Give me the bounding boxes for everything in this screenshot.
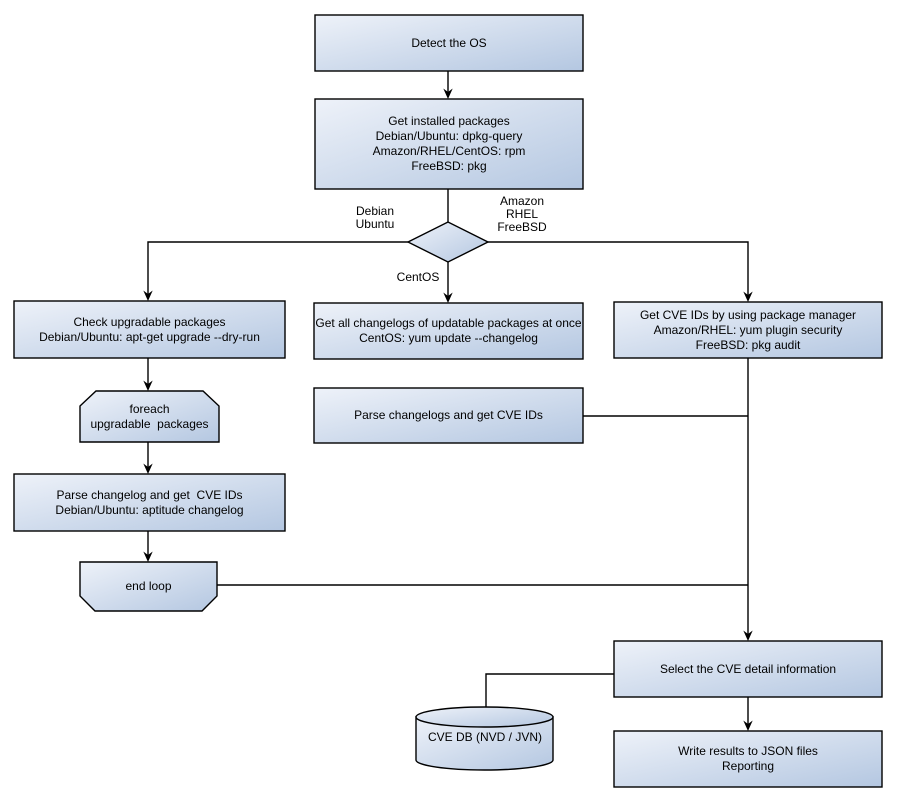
arrowheads xyxy=(143,88,753,731)
node-end-loop-shape xyxy=(79,561,218,612)
cve-db-cylinder-top xyxy=(415,706,554,728)
arrowhead xyxy=(443,88,453,99)
decision-diamond-shape xyxy=(406,221,490,263)
node-select-cve-detail-shape xyxy=(613,640,883,698)
cve-db-cylinder-body xyxy=(415,716,554,771)
arrowhead xyxy=(743,720,753,731)
node-write-results-shape xyxy=(613,730,883,788)
node-check-upgradable-shape xyxy=(13,300,286,359)
edge-select-to-cvedb xyxy=(485,673,614,707)
node-get-installed-shape xyxy=(314,98,584,190)
arrowhead xyxy=(143,290,153,301)
edge-decision-left xyxy=(147,241,408,295)
arrowhead xyxy=(743,291,753,302)
node-foreach-loop-shape xyxy=(79,390,220,443)
arrowhead xyxy=(143,551,153,562)
connector-lines xyxy=(147,71,749,725)
node-detect-os-shape xyxy=(314,14,584,72)
node-get-all-changelogs-shape xyxy=(313,302,584,360)
node-shapes xyxy=(13,14,883,788)
arrowhead xyxy=(143,463,153,474)
edge-decision-right xyxy=(488,241,749,296)
node-get-cve-ids-shape xyxy=(613,301,883,359)
node-parse-changelogs-centos-shape xyxy=(313,387,584,444)
node-parse-changelog-deb-shape xyxy=(13,473,286,532)
arrowhead xyxy=(443,292,453,303)
arrowhead xyxy=(143,380,153,391)
arrowhead xyxy=(743,630,753,641)
